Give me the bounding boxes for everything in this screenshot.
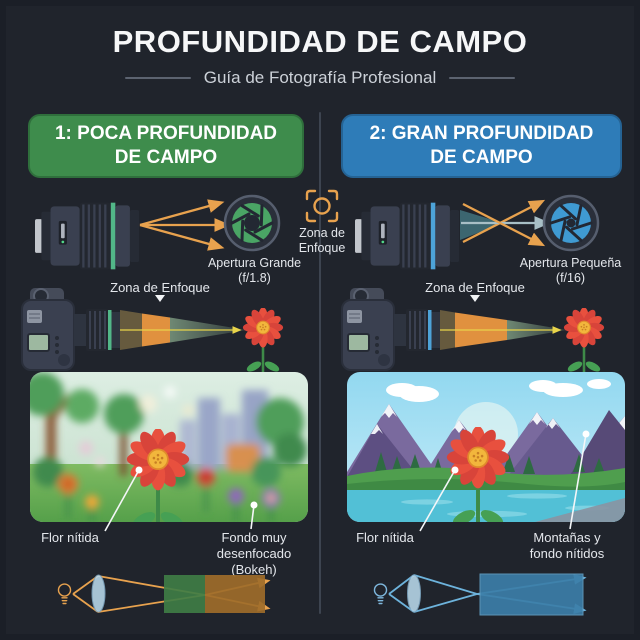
blurry-flowers bbox=[58, 468, 280, 522]
blurred-background bbox=[30, 372, 307, 522]
page-title: PROFUNDIDAD DE CAMPO bbox=[112, 24, 528, 59]
right-focus-zone-pointer bbox=[470, 295, 480, 302]
left-camera-cone-diagram bbox=[21, 287, 284, 376]
dof-zone-sharp bbox=[164, 575, 205, 613]
lens-element-icon bbox=[91, 574, 106, 613]
aperture-narrow-icon bbox=[542, 194, 600, 252]
left-photo-shallow-dof bbox=[30, 372, 308, 522]
right-photo-deep-dof bbox=[347, 372, 625, 522]
right-focus-zone-label: Zona de Enfoque bbox=[425, 280, 525, 295]
camera-lens-icon bbox=[355, 201, 460, 271]
focus-frame-icon bbox=[305, 189, 339, 223]
column-divider bbox=[319, 112, 321, 614]
red-flower-icon bbox=[242, 308, 284, 376]
right-caption-sharp-flower: Flor nítida bbox=[356, 530, 414, 545]
left-lens-aperture-diagram bbox=[35, 194, 281, 271]
dslr-camera-icon bbox=[21, 287, 120, 371]
subtitle-rule-left bbox=[124, 76, 191, 80]
left-focus-zone-pointer bbox=[155, 295, 165, 302]
lightbulb-icon bbox=[373, 583, 388, 605]
left-aperture-caption: Apertura Grande (f/1.8) bbox=[207, 256, 302, 286]
focus-frame-label: Zona de Enfoque bbox=[298, 226, 346, 256]
right-aperture-caption: Apertura Pequeña (f/16) bbox=[519, 256, 622, 286]
right-caption-sharp-background: Montañas y fondo nítidos bbox=[529, 530, 605, 561]
left-caption-bokeh: Fondo muy desenfocado (Bokeh) bbox=[216, 530, 292, 577]
dof-zone-blur bbox=[205, 575, 265, 613]
clouds bbox=[386, 379, 611, 402]
left-focus-zone-label: Zona de Enfoque bbox=[110, 280, 210, 295]
garden-scene bbox=[30, 372, 308, 522]
left-caption-sharp-flower: Flor nítida bbox=[41, 530, 99, 545]
dslr-camera-icon bbox=[341, 287, 440, 371]
page-subtitle: Guía de Fotografía Profesional bbox=[203, 68, 437, 87]
aperture-wide-icon bbox=[223, 194, 281, 252]
right-camera-cone-diagram bbox=[341, 287, 605, 376]
subtitle-rule-right bbox=[449, 76, 516, 80]
right-lens-aperture-diagram bbox=[355, 194, 600, 271]
diverging-light-arrows bbox=[139, 199, 231, 251]
left-optics-diagram bbox=[57, 574, 271, 613]
right-column-header: 2: GRAN PROFUNDIDAD DE CAMPO bbox=[341, 114, 622, 178]
converging-cone bbox=[460, 210, 503, 240]
red-flower-icon bbox=[563, 308, 605, 376]
right-optics-diagram bbox=[373, 573, 587, 616]
dof-zone-all-sharp bbox=[479, 573, 584, 616]
mountain-scene bbox=[347, 372, 625, 522]
lens-element-icon bbox=[407, 574, 421, 613]
converging-light-arrows bbox=[461, 199, 551, 247]
page-subtitle-row: Guía de Fotografía Profesional bbox=[0, 68, 640, 88]
camera-lens-icon bbox=[35, 201, 140, 271]
left-column-header: 1: POCA PROFUNDIDAD DE CAMPO bbox=[28, 114, 304, 178]
lightbulb-icon bbox=[57, 583, 72, 605]
